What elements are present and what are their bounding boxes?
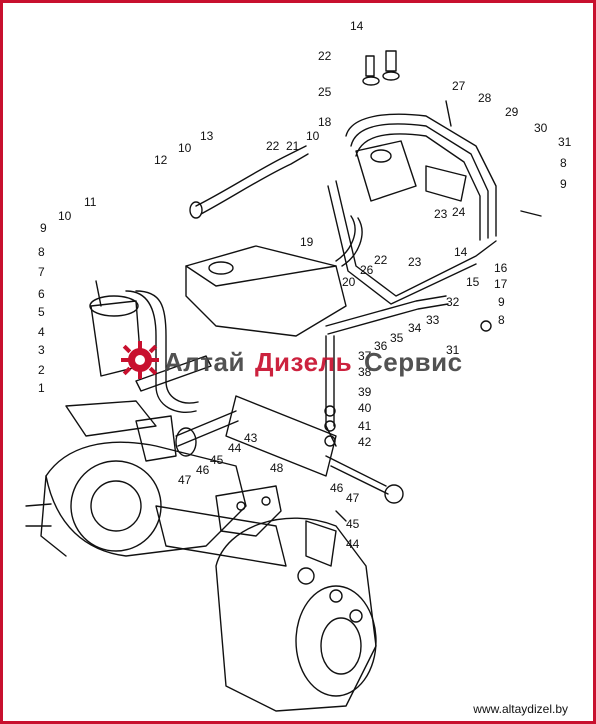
callout-41: 41 (358, 419, 372, 433)
hose-13 (189, 145, 309, 219)
callout-31-top: 31 (558, 135, 572, 149)
callout-39: 39 (358, 385, 372, 399)
watermark-text-servis: Сервис (364, 347, 463, 377)
callout-20: 20 (342, 275, 356, 289)
callout-12: 12 (154, 153, 168, 167)
watermark-text-altai: Алтай (164, 347, 245, 377)
callout-22-lower: 22 (374, 253, 388, 267)
callout-27: 27 (452, 79, 466, 93)
callout-36: 36 (374, 339, 388, 353)
callout-22-mid: 22 (266, 139, 280, 153)
callout-14-top: 14 (350, 19, 364, 33)
callout-14-mid: 14 (454, 245, 468, 259)
callout-35: 35 (390, 331, 404, 345)
watermark-logo-icon (121, 341, 159, 379)
bolts (95, 50, 542, 522)
callout-7: 7 (38, 265, 45, 279)
steering-cylinder (135, 395, 404, 504)
callout-8-right: 8 (560, 156, 567, 170)
callout-26: 26 (360, 263, 374, 277)
callout-10-left: 10 (178, 141, 192, 155)
callout-34: 34 (408, 321, 422, 335)
callout-18: 18 (318, 115, 332, 129)
callout-10-upper: 10 (306, 129, 320, 143)
callout-23-lower: 23 (408, 255, 422, 269)
callout-46-lower: 46 (330, 481, 344, 495)
callout-40: 40 (358, 401, 372, 415)
tubes-34-38 (324, 295, 449, 447)
callout-48: 48 (270, 461, 284, 475)
callout-43: 43 (244, 431, 258, 445)
callout-8-left: 8 (38, 245, 45, 259)
oil-tank (185, 245, 347, 337)
callout-15: 15 (466, 275, 480, 289)
callout-9-mid: 9 (498, 295, 505, 309)
callout-8-mid: 8 (498, 313, 505, 327)
callout-33: 33 (426, 313, 440, 327)
front-axle-housing (25, 400, 247, 557)
callout-44-upper: 44 (228, 441, 242, 455)
callout-11: 11 (84, 195, 97, 209)
callout-4: 4 (38, 325, 45, 339)
callout-2: 2 (38, 363, 45, 377)
callout-16: 16 (494, 261, 508, 275)
pipes-29 (327, 113, 497, 305)
callout-47-upper: 47 (178, 473, 192, 487)
callout-25: 25 (318, 85, 332, 99)
callout-47-lower: 47 (346, 491, 360, 505)
callout-45-upper: 45 (210, 453, 224, 467)
callout-45-lower: 45 (346, 517, 360, 531)
callout-38: 38 (358, 365, 372, 379)
callout-28: 28 (478, 91, 492, 105)
callout-9-left: 9 (40, 221, 47, 235)
callout-29: 29 (505, 105, 519, 119)
callout-24: 24 (452, 205, 466, 219)
callout-10-lower: 10 (58, 209, 72, 223)
bracket-48 (215, 485, 337, 567)
callout-31-mid: 31 (446, 343, 460, 357)
callout-1: 1 (38, 381, 45, 395)
callout-13: 13 (200, 129, 214, 143)
callout-17: 17 (494, 277, 508, 291)
steering-system-drawing (25, 50, 542, 712)
callout-21: 21 (286, 139, 300, 153)
callout-3: 3 (38, 343, 45, 357)
watermark: Алтай Дизель Сервис (120, 340, 520, 384)
callout-6: 6 (38, 287, 45, 301)
wheel-hub (155, 505, 377, 712)
callout-32: 32 (446, 295, 460, 309)
callout-22-top: 22 (318, 49, 332, 63)
callout-42: 42 (358, 435, 372, 449)
watermark-text-dizel: Дизель (255, 347, 353, 377)
callout-19: 19 (300, 235, 314, 249)
callout-44-lower: 44 (346, 537, 360, 551)
distributor-25 (355, 140, 467, 202)
callout-37: 37 (358, 349, 372, 363)
callout-23-top: 23 (434, 207, 448, 221)
footer-url: www.altaydizel.by (473, 702, 568, 716)
callout-30: 30 (534, 121, 548, 135)
callout-9-right: 9 (560, 177, 567, 191)
hose-19 (335, 215, 363, 267)
callout-5: 5 (38, 305, 45, 319)
callout-46-upper: 46 (196, 463, 210, 477)
